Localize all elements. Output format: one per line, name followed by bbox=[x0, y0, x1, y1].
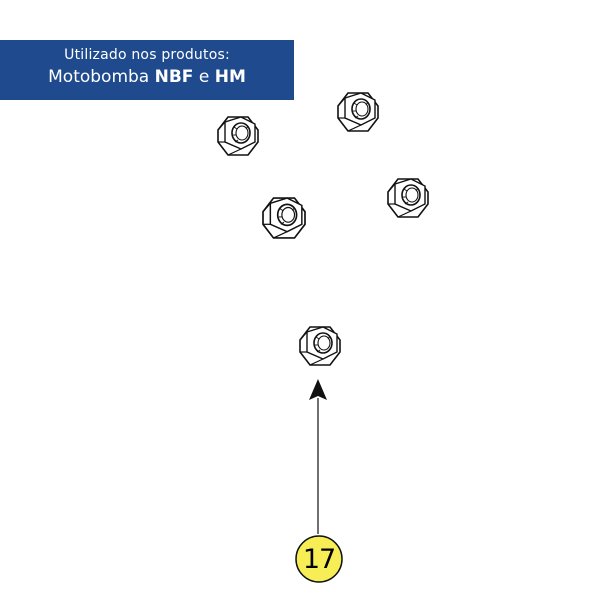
hex-nut-icon bbox=[387, 178, 429, 218]
banner-caption: Utilizado nos produtos: bbox=[64, 47, 230, 63]
banner-joiner: e bbox=[193, 67, 215, 87]
banner-product-nbf: NBF bbox=[154, 67, 194, 87]
callout-circle bbox=[295, 535, 343, 583]
banner-prefix: Motobomba bbox=[48, 67, 155, 87]
hex-nut-icon bbox=[337, 92, 379, 132]
hex-nut-icon bbox=[217, 116, 259, 156]
arrow-head-icon bbox=[309, 379, 327, 400]
product-banner: Utilizado nos produtos: Motobomba NBF e … bbox=[0, 40, 294, 100]
banner-products: Motobomba NBF e HM bbox=[0, 65, 294, 89]
callout-number: 17 bbox=[302, 543, 336, 575]
hex-nut-icon bbox=[299, 326, 341, 366]
hex-nut-icon bbox=[262, 197, 306, 239]
banner-product-hm: HM bbox=[214, 67, 246, 87]
